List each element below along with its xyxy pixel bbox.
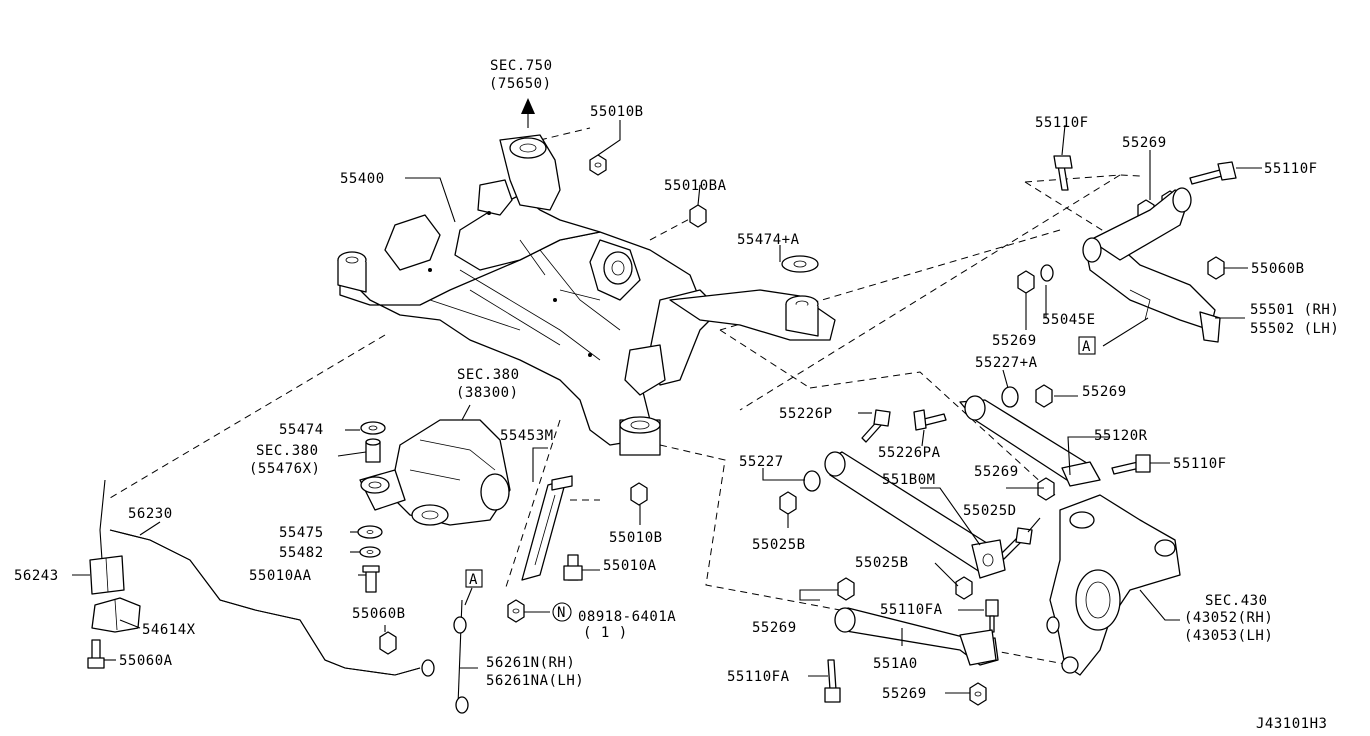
label-55474: 55474 [279,422,324,438]
label-56243: 56243 [14,568,59,584]
label-sec380b-sub: (55476X) [249,461,320,477]
label-55110f-right: 55110F [1264,161,1318,177]
label-55269-mid: 55269 [992,333,1037,349]
label-box-a-right: A [1082,339,1091,355]
label-55010a: 55010A [603,558,657,574]
label-sec430: SEC.430 [1205,593,1268,609]
label-sec430-lh: (43053(LH) [1184,628,1273,644]
label-sec380: SEC.380 [457,367,520,383]
label-55025b-a: 55025B [752,537,806,553]
label-55110fa-b: 55110FA [727,669,790,685]
label-55227: 55227 [739,454,784,470]
label-55502: 55502 (LH) [1250,321,1339,337]
label-55475: 55475 [279,525,324,541]
callout-boxes [465,336,1096,622]
label-55025b-b: 55025B [855,555,909,571]
suspension-links [87,187,1221,714]
diagram-id: J43101H3 [1256,716,1327,732]
label-551b0m: 551B0M [882,472,936,488]
label-55269-d: 55269 [752,620,797,636]
label-n-circle: N [557,605,566,621]
label-55269-top: 55269 [1122,135,1167,151]
label-55400: 55400 [340,171,385,187]
label-55474a: 55474+A [737,232,800,248]
label-55060b-low: 55060B [352,606,406,622]
part-labels: SEC.750 (75650) 55010B 55400 55010BA 554… [14,58,1339,732]
label-sec380-sub: (38300) [456,385,519,401]
label-55269-c: 55269 [974,464,1019,480]
label-55226p: 55226P [779,406,833,422]
label-55045e: 55045E [1042,312,1096,328]
label-56261n: 56261N(RH) [486,655,575,671]
label-sec750-sub: (75650) [489,76,552,92]
label-55269-b: 55269 [1082,384,1127,400]
label-55060a: 55060A [119,653,173,669]
sec750-arrow [521,98,535,128]
label-56230: 56230 [128,506,173,522]
label-55482: 55482 [279,545,324,561]
label-sec750: SEC.750 [490,58,553,74]
label-55226pa: 55226PA [878,445,941,461]
label-55010aa: 55010AA [249,568,312,584]
differential [359,419,511,526]
hardware [357,154,1237,706]
label-55025d: 55025D [963,503,1017,519]
label-55110f-c: 55110F [1173,456,1227,472]
label-08918: 08918-6401A [578,609,676,625]
label-08918-qty: ( 1 ) [583,625,628,641]
label-55110fa-a: 55110FA [880,602,943,618]
label-55227a: 55227+A [975,355,1038,371]
label-55453m: 55453M [500,428,554,444]
label-56261na: 56261NA(LH) [486,673,584,689]
label-55501: 55501 (RH) [1250,302,1339,318]
label-55110f-top: 55110F [1035,115,1089,131]
rear-subframe-55400 [337,134,836,456]
leader-lines [72,120,1262,694]
label-box-a-low: A [469,572,478,588]
label-sec430-rh: (43052(RH) [1184,610,1273,626]
label-551a0: 551A0 [873,656,918,672]
label-55010b-top: 55010B [590,104,644,120]
label-sec380b: SEC.380 [256,443,319,459]
label-54614x: 54614X [142,622,196,638]
reference-dashes [109,127,1141,666]
label-55010ba: 55010BA [664,178,727,194]
label-55269-e: 55269 [882,686,927,702]
label-55120r: 55120R [1094,428,1148,444]
label-55010b-low: 55010B [609,530,663,546]
label-55060b-right: 55060B [1251,261,1305,277]
